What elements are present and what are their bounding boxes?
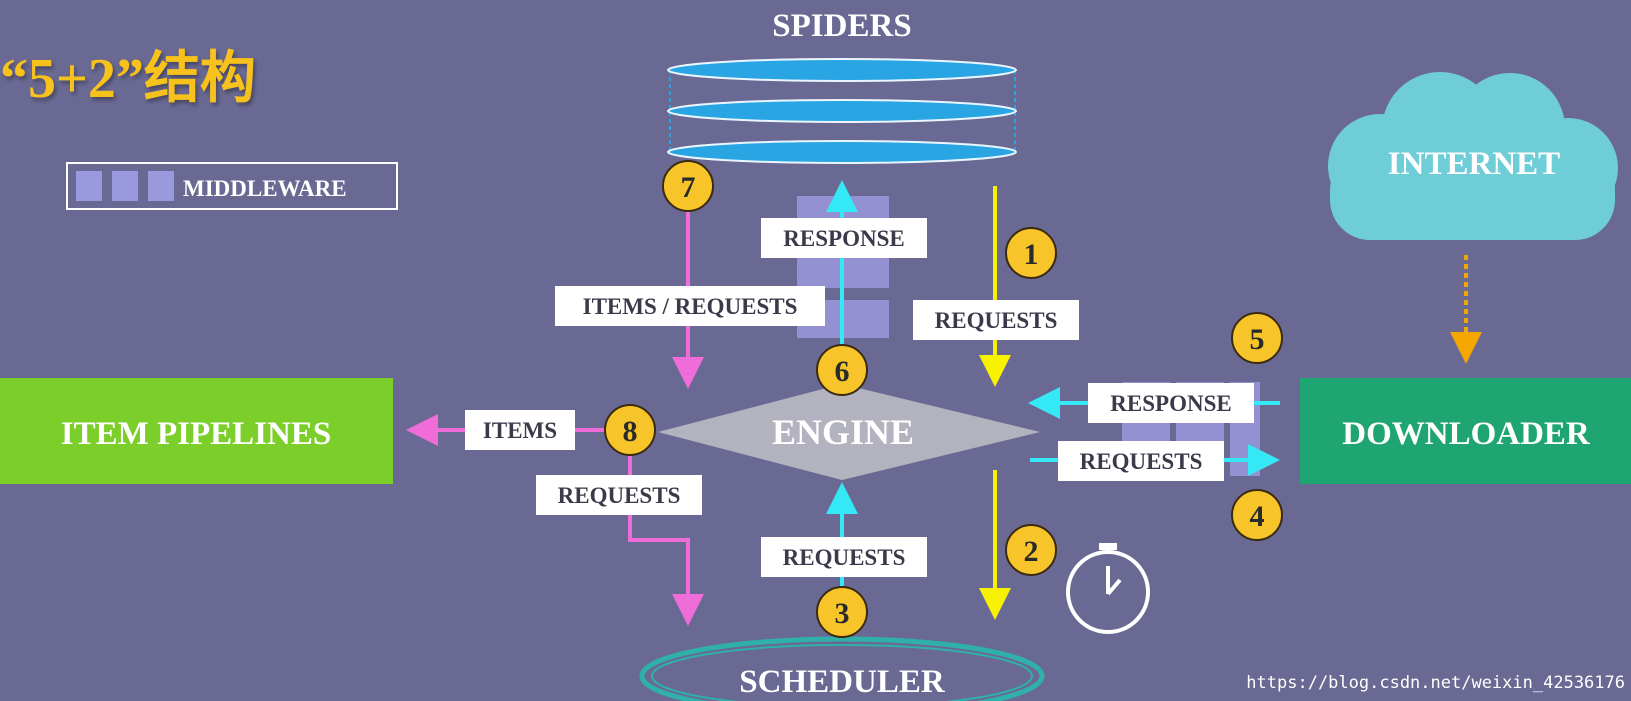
svg-text:6: 6 — [835, 355, 850, 388]
spiders-node — [667, 58, 1017, 164]
label-requests-downloader: REQUESTS — [1080, 449, 1203, 474]
middleware-swatch — [76, 171, 102, 201]
item-pipelines-node — [0, 378, 393, 484]
internet-node — [1328, 72, 1618, 240]
svg-text:4: 4 — [1250, 500, 1265, 533]
middleware-legend-label: MIDDLEWARE — [183, 176, 347, 201]
watermark-url: https://blog.csdn.net/weixin_42536176 — [1246, 673, 1625, 693]
label-box-items: ITEMS — [465, 410, 575, 450]
svg-text:3: 3 — [835, 597, 850, 630]
engine-node — [658, 384, 1040, 480]
label-box-requests-spider: REQUESTS — [913, 300, 1079, 340]
label-items: ITEMS — [483, 418, 557, 443]
label-box-response-downloader: RESPONSE — [1088, 383, 1254, 423]
step-badge-8: 8 — [604, 404, 656, 456]
step-badge-3: 3 — [816, 586, 868, 638]
middleware-swatch — [148, 171, 174, 201]
engine-label: ENGINE — [772, 412, 914, 452]
label-response-downloader: RESPONSE — [1110, 391, 1231, 416]
svg-text:1: 1 — [1024, 238, 1039, 271]
step-badge-1: 1 — [1005, 227, 1057, 279]
scheduler-node — [639, 636, 1045, 701]
spider-disc — [667, 99, 1017, 123]
diagram-title: “5+2”结构 — [0, 48, 256, 110]
timer-icon — [1066, 543, 1150, 634]
label-box-requests-pipeline: REQUESTS — [536, 475, 702, 515]
label-requests-spider: REQUESTS — [935, 308, 1058, 333]
svg-text:7: 7 — [681, 171, 696, 204]
svg-text:8: 8 — [623, 415, 638, 448]
label-response-spider: RESPONSE — [783, 226, 904, 251]
svg-text:2: 2 — [1024, 535, 1039, 568]
label-requests-pipeline: REQUESTS — [558, 483, 681, 508]
step-badge-5: 5 — [1231, 312, 1283, 364]
internet-label: INTERNET — [1388, 146, 1560, 182]
spider-disc — [667, 58, 1017, 82]
step-badge-4: 4 — [1231, 489, 1283, 541]
label-requests-scheduler: REQUESTS — [783, 545, 906, 570]
downloader-node — [1300, 378, 1631, 484]
label-box-requests-scheduler: REQUESTS — [761, 537, 927, 577]
item-pipelines-label: ITEM PIPELINES — [61, 416, 331, 452]
middleware-swatch — [112, 171, 138, 201]
label-box-response-spider: RESPONSE — [761, 218, 927, 258]
label-box-items-requests: ITEMS / REQUESTS — [555, 286, 825, 326]
step-badge-7: 7 — [662, 160, 714, 212]
spider-disc — [667, 140, 1017, 164]
middleware-legend: MIDDLEWARE — [66, 162, 398, 210]
svg-text:5: 5 — [1250, 323, 1265, 356]
arrow-requests-engine-to-scheduler-pink — [628, 445, 704, 626]
label-box-requests-downloader: REQUESTS — [1058, 441, 1224, 481]
downloader-label: DOWNLOADER — [1342, 416, 1591, 452]
label-items-requests: ITEMS / REQUESTS — [583, 294, 798, 319]
step-badge-6: 6 — [816, 344, 868, 396]
scheduler-label: SCHEDULER — [739, 664, 946, 700]
spiders-label: SPIDERS — [772, 8, 911, 44]
step-badge-2: 2 — [1005, 524, 1057, 576]
